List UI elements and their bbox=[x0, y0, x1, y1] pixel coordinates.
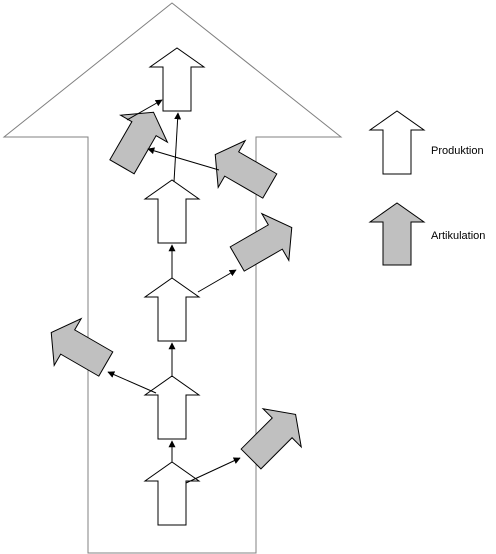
artikulation-arrow-2 bbox=[50, 317, 114, 377]
connector-p1-a1 bbox=[185, 457, 241, 484]
legend-produktion-label: Produktion bbox=[431, 145, 484, 157]
produktion-arrow-3 bbox=[143, 277, 201, 342]
artikulation-arrow-1 bbox=[240, 408, 302, 470]
legend-artikulation-swatch bbox=[368, 202, 426, 266]
legend: Produktion Artikulation bbox=[368, 110, 485, 266]
connector-p3-a3 bbox=[197, 269, 237, 293]
produktion-arrow-4 bbox=[143, 179, 201, 244]
connector-p4-p5 bbox=[173, 112, 182, 183]
artikulation-arrow-3 bbox=[229, 212, 293, 272]
artikulation-arrow-5 bbox=[109, 111, 169, 175]
connector-p2-a2 bbox=[107, 371, 157, 394]
legend-artikulation-label: Artikulation bbox=[431, 230, 485, 242]
connector-a5-p5 bbox=[126, 99, 163, 121]
connector-a4-a5 bbox=[147, 147, 220, 171]
produktion-arrow-1 bbox=[143, 461, 201, 526]
legend-produktion-swatch bbox=[368, 110, 426, 175]
produktion-arrow-2 bbox=[143, 375, 201, 440]
artikulation-arrow-4 bbox=[214, 139, 278, 199]
produktion-arrow-5 bbox=[148, 47, 206, 112]
